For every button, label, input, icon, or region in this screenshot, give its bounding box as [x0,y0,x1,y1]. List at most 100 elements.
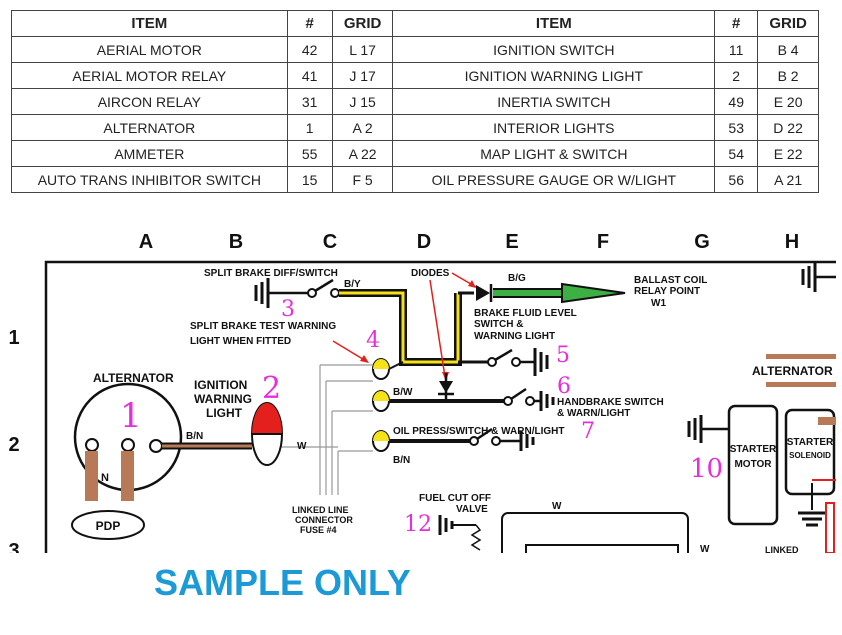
ballast-label-3: W1 [651,298,666,309]
fuel-label-1: FUEL CUT OFF [419,493,491,504]
grid-col-b: B [229,231,243,253]
table-row: AERIAL MOTOR 42 L 17 IGNITION SWITCH 11 … [11,36,819,63]
table-cell: AERIAL MOTOR [11,36,288,63]
table-cell: IGNITION WARNING LIGHT [392,62,716,89]
pdp-label: PDP [96,519,121,533]
earth-symbol [687,415,703,443]
starter-label-2: MOTOR [734,459,772,470]
brake-fluid-label-3: WARNING LIGHT [474,331,555,342]
table-cell: L 17 [331,36,394,63]
component-box [501,512,689,555]
lamp-icon [372,358,390,380]
grid-col-h: H [785,231,799,253]
table-cell: IGNITION SWITCH [392,36,716,63]
grid-row-labels: 1 2 3 [8,327,19,555]
earth-symbol [533,348,549,376]
grid-col-a: A [139,231,153,253]
test-warn-label-1: SPLIT BRAKE TEST WARNING [190,321,336,332]
wire-by-label: B/Y [344,279,361,290]
pdp-connector [71,510,145,540]
linked-label-1: LINKED LINE [292,505,349,515]
earth-symbol [539,391,555,411]
earth-symbol [801,262,817,292]
terminal-icon [121,438,135,452]
table-cell: E 20 [757,88,819,115]
diagram-frame [44,260,836,555]
table-cell: 42 [286,36,333,63]
n-label: N [101,472,109,484]
table-cell: J 17 [331,62,394,89]
starter-solenoid [784,408,836,496]
table-cell: MAP LIGHT & SWITCH [392,140,716,167]
table-cell: 56 [714,166,759,193]
table-cell: ALTERNATOR [11,114,288,141]
table-cell: INTERIOR LIGHTS [392,114,716,141]
number-10: 10 [690,454,723,484]
table-cell: 54 [714,140,759,167]
table-row: AUTO TRANS INHIBITOR SWITCH 15 F 5 OIL P… [11,166,819,193]
alternator-label: ALTERNATOR [93,371,174,385]
earth-symbol [254,278,270,308]
table-cell: 41 [286,62,333,89]
starter-label-1: STARTER [730,444,777,455]
number-3: 3 [281,297,295,322]
table-cell: INERTIA SWITCH [392,88,716,115]
earth-symbol [519,431,535,451]
alternator-right-label: ALTERNATOR [752,364,833,378]
number-6: 6 [557,374,571,399]
linked-label-2: CONNECTOR [295,515,353,525]
diode-icon [476,285,490,301]
number-5: 5 [556,343,570,368]
table-cell: A 2 [331,114,394,141]
wiring-diagram: A B C D E F G H 1 2 3 SPLIT BRAKE DIFF/S… [0,231,842,555]
number-1: 1 [120,396,142,436]
ballast-label-2: RELAY POINT [634,286,700,297]
table-row: AIRCON RELAY 31 J 15 INERTIA SWITCH 49 E… [11,88,819,115]
table-row: AERIAL MOTOR RELAY 41 J 17 IGNITION WARN… [11,62,819,89]
table-cell: J 15 [331,88,394,115]
table-cell: A 22 [331,140,394,167]
terminal-icon [149,439,163,453]
ballast-label-1: BALLAST COIL [634,275,707,286]
table-cell: 15 [286,166,333,193]
number-12: 12 [404,512,432,537]
sample-watermark: SAMPLE ONLY [154,562,411,603]
wire-w-label: W [297,441,307,452]
brown-lead [121,451,134,501]
wire-bn-label-2: B/N [393,455,410,466]
diodes-label: DIODES [411,268,450,279]
table-cell: 53 [714,114,759,141]
table-row: ALTERNATOR 1 A 2 INTERIOR LIGHTS 53 D 22 [11,114,819,141]
table-cell: E 22 [757,140,819,167]
arrow-icon [561,282,626,304]
table-cell: D 22 [757,114,819,141]
header-grid: GRID [757,10,819,37]
wire-w-thin [280,364,373,495]
linked-label-3: FUSE #4 [300,525,337,535]
handbrake-label-1: HANDBRAKE SWITCH [557,397,664,408]
wire-w-right-label: W [700,544,710,555]
table-cell: 2 [714,62,759,89]
table-cell: 49 [714,88,759,115]
table-cell: 31 [286,88,333,115]
table-cell: 11 [714,36,759,63]
grid-row-2: 2 [8,434,19,456]
solenoid-label-1: STARTER [787,437,834,448]
switch-contact [314,278,334,293]
number-7: 7 [581,419,595,444]
brown-lead [766,354,836,359]
lamp-icon [372,390,390,412]
number-2: 2 [262,371,281,406]
grid-col-g: G [694,231,710,253]
lamp-icon [372,430,390,452]
ign-warn-label-1: IGNITION [194,378,247,392]
table-cell: F 5 [331,166,394,193]
terminal-icon [85,438,99,452]
table-cell: AIRCON RELAY [11,88,288,115]
table-cell: AERIAL MOTOR RELAY [11,62,288,89]
wire-by [339,289,462,366]
number-4: 4 [366,328,380,353]
handbrake-label-2: & WARN/LIGHT [557,408,630,419]
grid-row-1: 1 [8,327,19,349]
warning-lamp-icon [251,402,283,466]
